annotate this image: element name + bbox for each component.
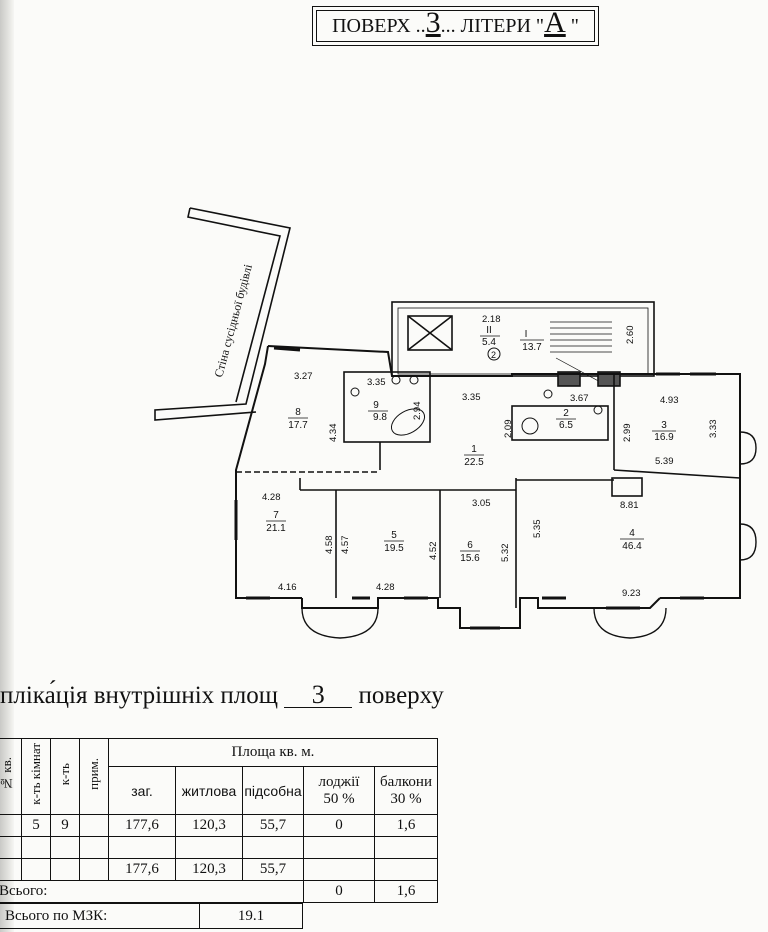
dim-4-52: 4.52 [428,542,439,561]
dim-3-35-wc: 3.35 [367,377,386,388]
header-prefix: ПОВЕРХ .. [332,15,426,37]
dimension-labels: 2.18 2.60 3.27 3.35 2.94 4.34 3.35 2.09 … [262,314,719,599]
room-3-area: 16.9 [654,432,674,443]
header-floor-number: 3 [425,6,441,39]
room-4-number: 4 [629,528,635,539]
mzk-label: Всього по МЗК: [0,903,200,929]
room-II-number: II [486,325,492,336]
dim-2-18: 2.18 [482,314,501,325]
col-note: прим. [79,738,109,815]
dim-3-33: 3.33 [708,420,719,439]
scan-binding-shadow [0,0,14,932]
area-group-header: Площа кв. м. [108,738,438,767]
col-living: житлова [175,766,243,815]
dim-9-23: 9.23 [622,588,641,599]
interior-walls [236,371,741,608]
col-total: заг. [108,766,176,815]
room-5-area: 19.5 [384,543,404,554]
room-2-area: 6.5 [559,420,573,431]
table-row-sum: 177,6 120,3 55,7 [0,858,438,881]
table-row: 5 9 177,6 120,3 55,7 0 1,6 [0,814,438,837]
area-table: № кв. к-ть кімнат к-ть прим. Площа кв. м… [0,738,438,903]
room-labels: I 13.7 II 5.4 1 22.5 2 6.5 3 16.9 4 46.4… [266,325,674,564]
header-suffix: " [565,15,579,37]
room-3-number: 3 [661,420,667,431]
neighbor-wall-label: Стіна сусідньої будівлі [211,262,255,379]
building-outline [235,345,757,639]
room-9-number: 9 [373,400,379,411]
dim-5-39: 5.39 [655,456,674,467]
sanitary-fixtures [350,347,603,436]
mzk-total-table: Всього по МЗК: 19.1 [0,903,303,929]
explication-floor-number: 3 [284,682,353,708]
table-row-empty [0,836,438,859]
dim-4-58: 4.58 [324,536,335,555]
dim-3-27: 3.27 [294,371,313,382]
dim-4-28-top: 4.28 [262,492,281,503]
dim-2-60: 2.60 [625,326,636,345]
room-8-area: 17.7 [288,420,308,431]
dim-2-99: 2.99 [622,424,633,443]
room-I-area: 13.7 [522,342,542,353]
room-9-area: 9.8 [373,412,387,423]
dim-4-57: 4.57 [340,536,351,555]
explication-title: пліка́ція внутрішніх площ 3 поверху [0,682,444,710]
room-1-number: 1 [471,444,477,455]
dim-3-67: 3.67 [570,393,589,404]
dim-4-28-bottom: 4.28 [376,582,395,593]
room-4-area: 46.4 [622,541,642,552]
header-mid: ... ЛІТЕРИ " [440,15,545,37]
col-rooms: к-ть кімнат [21,738,51,815]
room-6-number: 6 [467,540,473,551]
dim-4-93: 4.93 [660,395,679,406]
dim-2-94: 2.94 [412,402,423,421]
dim-5-32: 5.32 [500,544,511,563]
col-aux: підсобна [242,766,304,815]
floor-plan: Стіна сусідньої будівлі [154,207,757,639]
room-6-area: 15.6 [460,553,480,564]
room-1-area: 22.5 [464,457,484,468]
header-letter: А [544,6,566,39]
dim-8-81: 8.81 [620,500,639,511]
room-8-number: 8 [295,407,301,418]
col-count: к-ть [50,738,80,815]
col-apt-no: № кв. [0,738,22,815]
room-7-number: 7 [273,510,279,521]
neighbor-wall [154,207,291,421]
dim-4-34: 4.34 [328,424,339,443]
dim-2-09: 2.09 [503,420,514,439]
room-II-area: 5.4 [482,337,496,348]
dim-4-16: 4.16 [278,582,297,593]
room-7-area: 21.1 [266,523,286,534]
explication-title-prefix: пліка́ція внутрішніх площ [0,682,279,709]
dim-3-05: 3.05 [472,498,491,509]
room-5-number: 5 [391,530,397,541]
table-row-all: Всього: 0 1,6 [0,880,438,903]
stair-marker-number: 2 [491,350,496,360]
room-2-number: 2 [563,408,569,419]
dim-5-35: 5.35 [532,520,543,539]
mzk-value: 19.1 [199,903,303,929]
room-I-number: I [525,329,528,340]
floor-header-box: ПОВЕРХ ..3... ЛІТЕРИ "А " [312,6,599,46]
dim-3-35-hall: 3.35 [462,392,481,403]
explication-title-suffix: поверху [358,682,444,709]
window-marks [234,346,716,630]
